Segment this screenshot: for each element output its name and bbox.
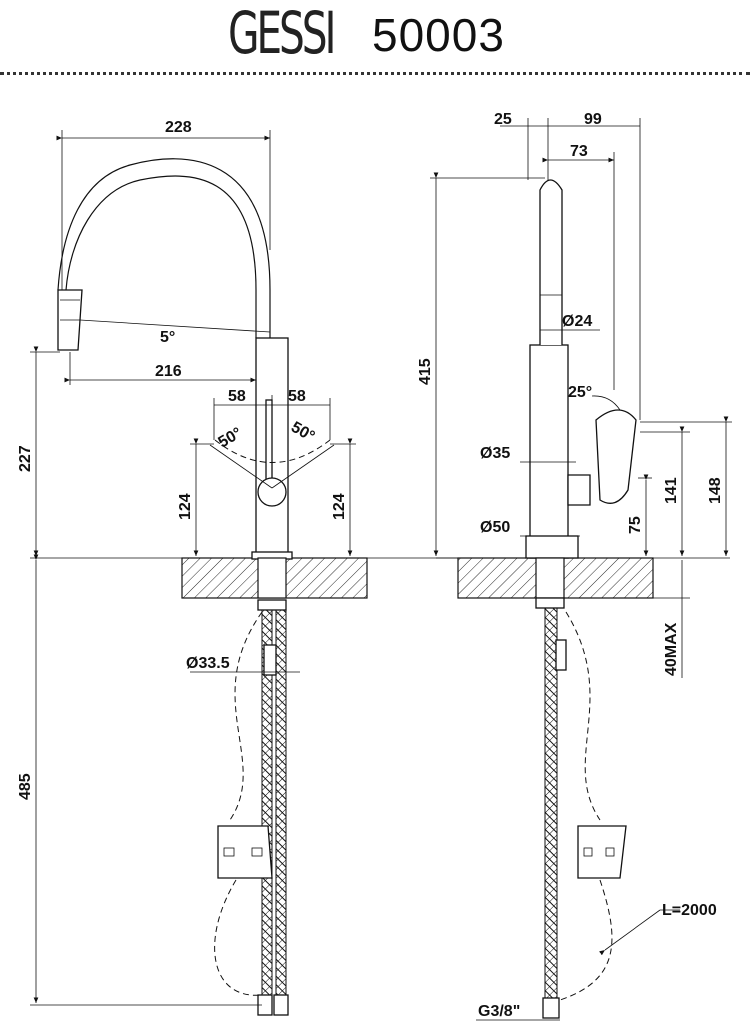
model-number: 50003 <box>372 9 505 61</box>
dim-base-diameter: Ø50 <box>480 519 510 536</box>
dim-total-height: 415 <box>417 358 434 385</box>
dim-thread-size: G3/8" <box>478 1003 520 1020</box>
hose-weight-left <box>217 825 273 879</box>
dim-lever-right-offset: 58 <box>288 388 306 405</box>
dim-deck-thickness: 40MAX <box>663 622 680 676</box>
dim-spray-height: 227 <box>17 445 34 472</box>
dim-lever-pivot-height: 75 <box>627 516 644 534</box>
dim-body-offset: 25 <box>494 111 512 128</box>
dim-lever-height-left: 124 <box>177 493 194 520</box>
front-view: 228 5° 216 58 58 50° 50° 124 124 227 485… <box>17 119 500 1016</box>
side-body <box>529 344 569 559</box>
side-spout <box>539 179 563 345</box>
dim-hose-length: L=2000 <box>662 902 717 919</box>
dim-body-diameter: Ø35 <box>480 445 510 462</box>
header: GESSI 50003 <box>0 0 750 72</box>
dim-lever-bottom-height: 141 <box>663 477 680 504</box>
dim-hose-nut-diameter: Ø33.5 <box>186 655 230 672</box>
dim-lever-top-height: 148 <box>707 477 724 504</box>
dim-lever-left-angle: 50° <box>216 425 245 452</box>
dim-lever-left-offset: 58 <box>228 388 246 405</box>
dim-lever-right-angle: 50° <box>288 419 317 446</box>
side-hose <box>544 607 558 1019</box>
dim-spout-depth: 73 <box>570 143 588 160</box>
side-view: 25 99 73 415 Ø24 25° Ø35 Ø50 75 141 148 … <box>417 111 732 1021</box>
hose-weight-right <box>577 825 627 879</box>
dim-spray-reach: 216 <box>155 363 182 380</box>
brand-logo: GESSI <box>228 0 336 67</box>
side-lever <box>595 409 637 504</box>
dim-below-deck: 485 <box>17 773 34 800</box>
header-divider <box>0 72 750 75</box>
dim-handle-angle: 25° <box>568 384 592 401</box>
dim-total-depth: 99 <box>584 111 602 128</box>
lever <box>265 399 273 481</box>
dim-spout-reach: 228 <box>165 119 192 136</box>
dim-spray-diameter: Ø24 <box>562 313 592 330</box>
dim-lever-height-right: 124 <box>331 493 348 520</box>
hose-left-2 <box>275 609 287 1011</box>
dim-spout-angle: 5° <box>160 329 175 346</box>
